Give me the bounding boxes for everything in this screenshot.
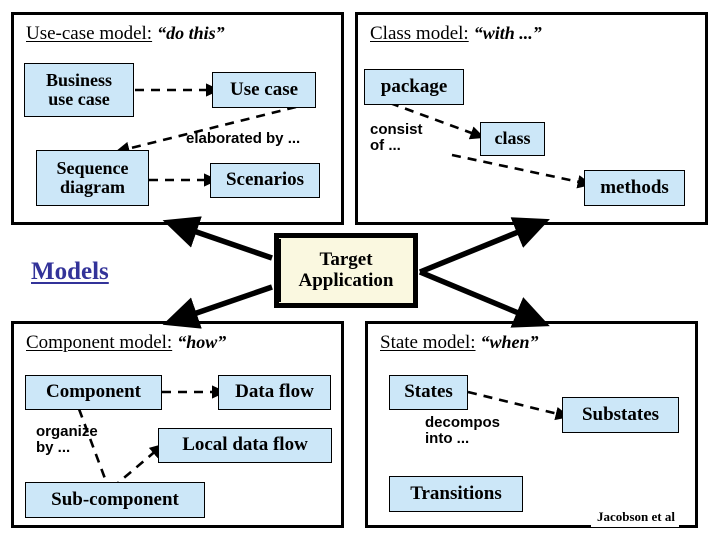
node-data-flow[interactable]: Data flow xyxy=(218,375,331,410)
edge-label-decompose-into: decompos into ... xyxy=(425,414,501,448)
edge-label-elaborated-by: elaborated by ... xyxy=(186,130,301,147)
node-sub-component[interactable]: Sub-component xyxy=(25,482,205,518)
panel-title-component: Component model:“how” xyxy=(26,332,226,354)
panel-title-quote: “how” xyxy=(177,332,227,352)
attribution-label: Jacobson et al xyxy=(591,507,679,527)
panel-title-text: Component model: xyxy=(26,332,173,353)
panel-title-state: State model:“when” xyxy=(380,332,539,354)
panel-title-text: Class model: xyxy=(370,23,469,44)
arrow-to-usecase-panel xyxy=(162,216,273,261)
node-substates[interactable]: Substates xyxy=(562,397,679,433)
node-states[interactable]: States xyxy=(389,375,468,410)
node-use-case[interactable]: Use case xyxy=(212,72,316,108)
edge-label-consist-of: consist of ... xyxy=(370,121,423,155)
models-caption: Models xyxy=(31,258,109,285)
panel-title-quote: “when” xyxy=(480,332,539,352)
panel-title-text: State model: xyxy=(380,332,476,353)
panel-title-use-case: Use-case model:“do this” xyxy=(26,23,225,45)
node-methods[interactable]: methods xyxy=(584,170,685,206)
edge-label-organize-by: organize by ... xyxy=(36,423,98,457)
arrow-to-component-panel xyxy=(162,284,273,329)
arrow-to-class-panel xyxy=(418,217,550,275)
node-business-use-case[interactable]: Business use case xyxy=(24,63,134,117)
panel-title-class: Class model:“with ...” xyxy=(370,23,542,45)
panel-title-quote: “do this” xyxy=(157,23,225,43)
arrow-to-state-panel xyxy=(418,269,550,328)
node-transitions[interactable]: Transitions xyxy=(389,476,523,512)
node-scenarios[interactable]: Scenarios xyxy=(210,163,320,198)
node-sequence-diagram[interactable]: Sequence diagram xyxy=(36,150,149,206)
node-local-data-flow[interactable]: Local data flow xyxy=(158,428,332,463)
node-class[interactable]: class xyxy=(480,122,545,156)
node-package[interactable]: package xyxy=(364,69,464,105)
panel-title-quote: “with ...” xyxy=(473,23,542,43)
node-component[interactable]: Component xyxy=(25,375,162,410)
panel-title-text: Use-case model: xyxy=(26,23,153,44)
node-target-application[interactable]: Target Application xyxy=(274,233,418,308)
